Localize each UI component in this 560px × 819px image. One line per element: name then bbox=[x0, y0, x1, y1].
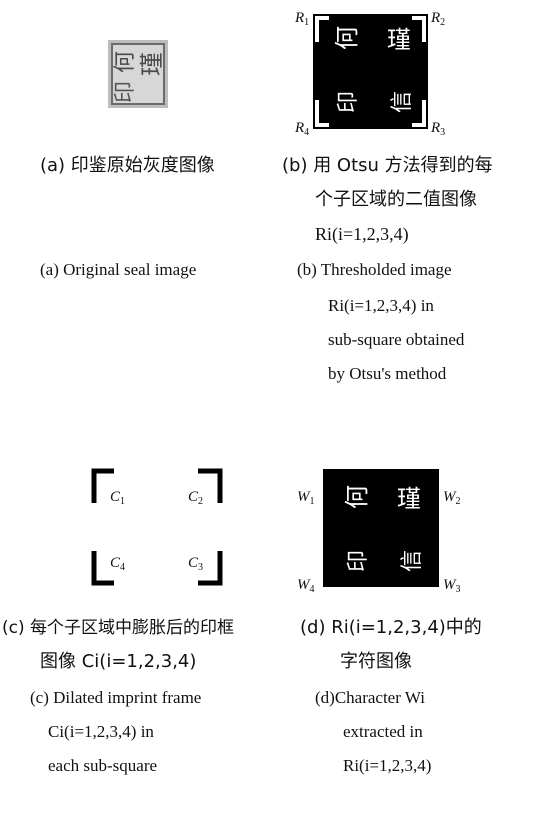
caption-a-cn: (a) 印鉴原始灰度图像 bbox=[40, 155, 215, 176]
panel-c-frame-image: C1 C2 C4 C3 bbox=[80, 455, 240, 600]
caption-a-en: (a) Original seal image bbox=[40, 260, 197, 279]
svg-text:印: 印 bbox=[112, 81, 137, 103]
panel-a-seal-image: 瑾 何 印 bbox=[108, 40, 168, 108]
caption-d-en-line2: extracted in bbox=[343, 722, 423, 741]
label-r2: R2 bbox=[430, 10, 445, 28]
caption-b-en-line1: (b) Thresholded image bbox=[297, 260, 452, 279]
caption-b-en-line3: sub-square obtained bbox=[328, 330, 465, 349]
svg-text:何: 何 bbox=[344, 485, 371, 509]
caption-c-en-line2: Ci(i=1,2,3,4) in bbox=[48, 722, 154, 741]
caption-d-en-line1: (d)Character Wi bbox=[315, 688, 425, 707]
label-c3: C3 bbox=[188, 555, 203, 573]
panel-d-character-image: 何 瑾 印 信 W1 W2 W4 W3 bbox=[295, 455, 485, 600]
caption-d-cn-line1: (d) Ri(i=1,2,3,4)中的 bbox=[300, 617, 482, 638]
label-c4: C4 bbox=[110, 555, 125, 573]
label-w3: W3 bbox=[443, 577, 461, 595]
caption-b-cn-line1: (b) 用 Otsu 方法得到的每 bbox=[282, 155, 493, 176]
caption-b-en-line2: Ri(i=1,2,3,4) in bbox=[328, 296, 434, 315]
svg-text:何: 何 bbox=[112, 51, 137, 73]
label-c2: C2 bbox=[188, 489, 203, 507]
caption-b-en-line4: by Otsu's method bbox=[328, 364, 447, 383]
caption-c-cn-line2: 图像 Ci(i=1,2,3,4) bbox=[40, 651, 197, 672]
label-r3: R3 bbox=[430, 120, 445, 138]
svg-text:信: 信 bbox=[389, 91, 414, 113]
svg-text:瑾: 瑾 bbox=[397, 486, 421, 513]
caption-d-en-line3: Ri(i=1,2,3,4) bbox=[343, 756, 432, 775]
caption-c-cn-line1: (c) 每个子区域中膨胀后的印框 bbox=[2, 618, 235, 638]
svg-text:何: 何 bbox=[334, 26, 361, 50]
panel-b-thresholded-image: 何 瑾 印 信 R1 R2 R4 R3 bbox=[294, 0, 465, 145]
caption-d-cn-line2: 字符图像 bbox=[340, 651, 412, 672]
svg-text:瑾: 瑾 bbox=[139, 52, 166, 76]
svg-text:瑾: 瑾 bbox=[387, 27, 411, 54]
label-r1: R1 bbox=[295, 10, 309, 28]
caption-b-cn-line2: 个子区域的二值图像 bbox=[315, 189, 477, 210]
svg-text:信: 信 bbox=[399, 550, 424, 572]
svg-text:印: 印 bbox=[335, 91, 360, 113]
label-c1: C1 bbox=[110, 489, 125, 507]
label-w1: W1 bbox=[297, 489, 315, 507]
caption-c-en-line1: (c) Dilated imprint frame bbox=[30, 688, 202, 707]
caption-c-en-line3: each sub-square bbox=[48, 756, 158, 775]
svg-text:印: 印 bbox=[345, 550, 370, 572]
label-r4: R4 bbox=[295, 120, 309, 138]
label-w2: W2 bbox=[443, 489, 461, 507]
caption-b-cn-line3: Ri(i=1,2,3,4) bbox=[315, 224, 409, 244]
label-w4: W4 bbox=[297, 577, 315, 595]
